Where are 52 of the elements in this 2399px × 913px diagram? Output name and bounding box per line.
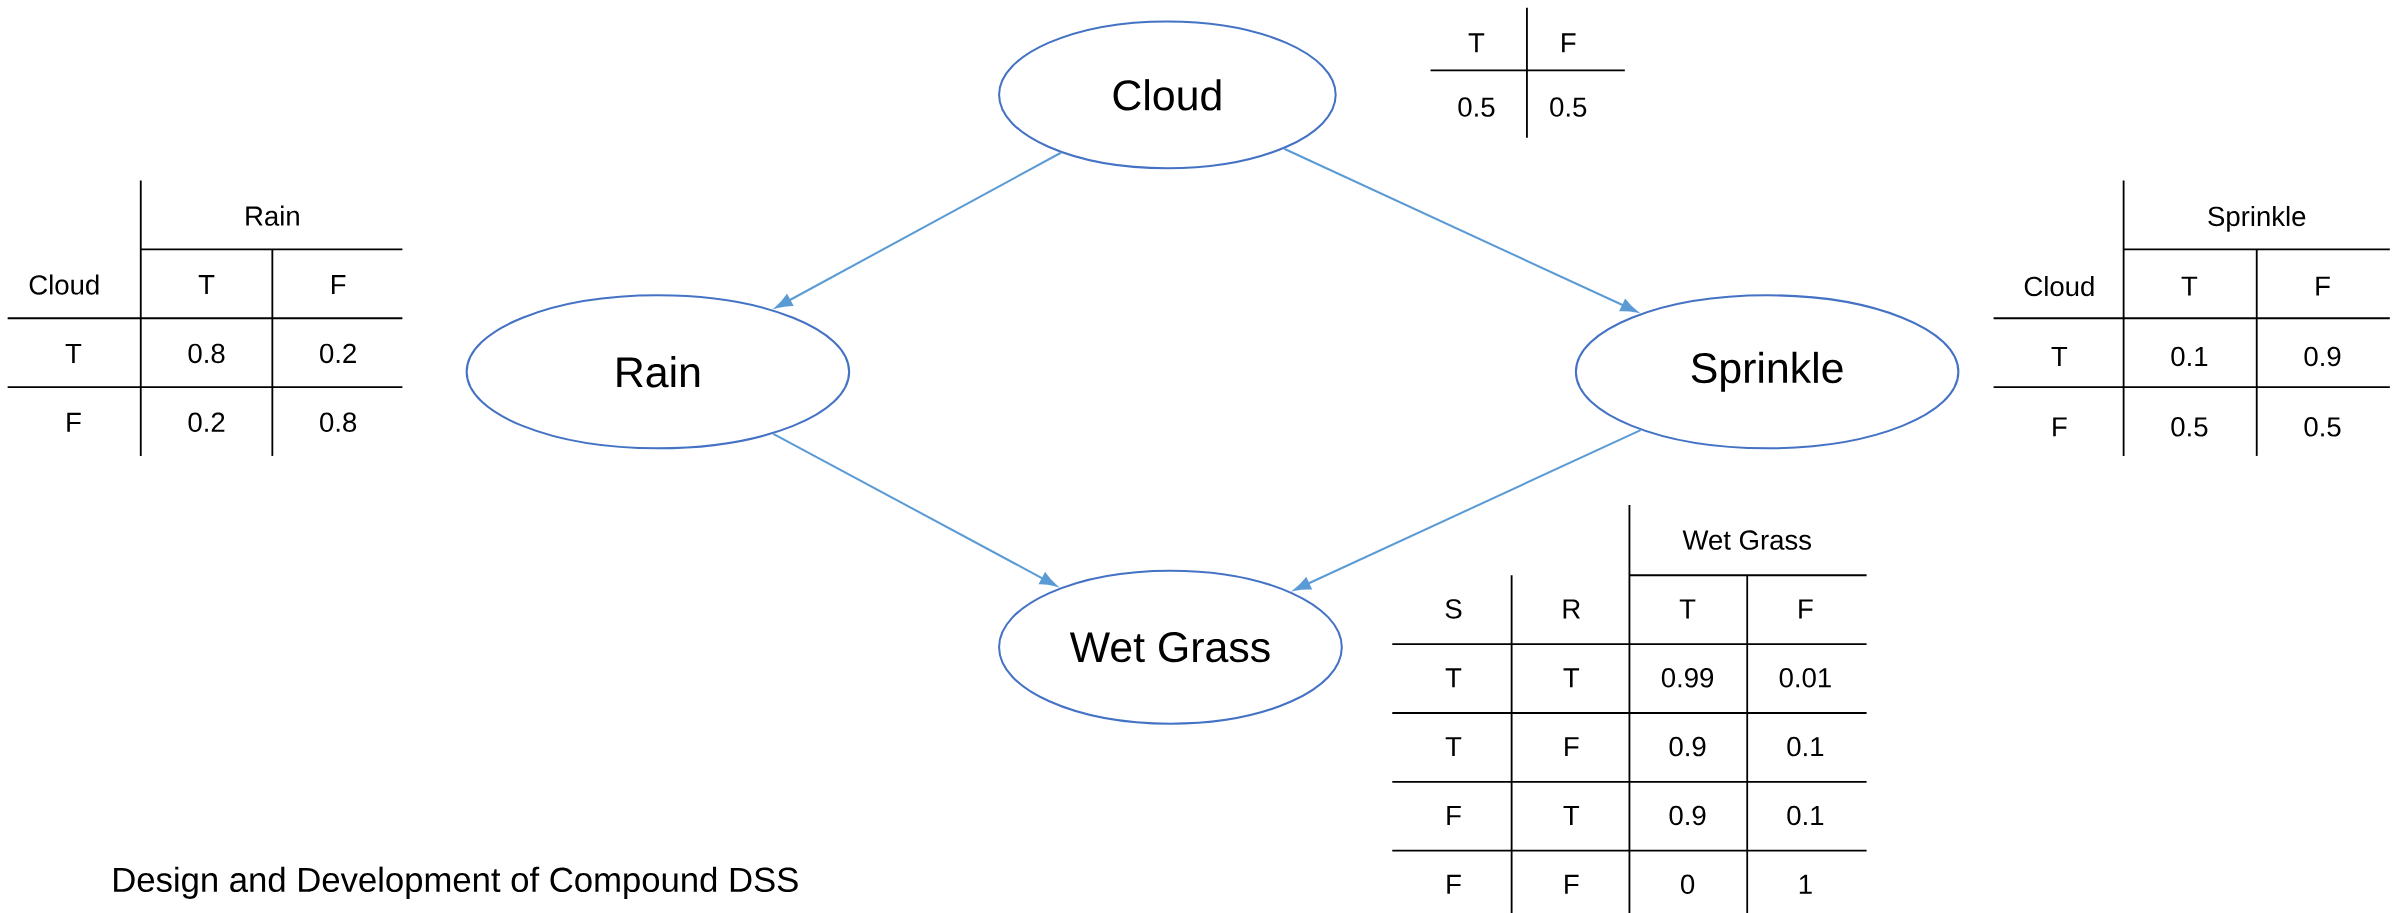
arrow [1283, 147, 1638, 313]
table-text: 1 [1799, 874, 1812, 894]
table-text: F [1565, 736, 1579, 756]
arrow [1293, 429, 1642, 591]
table-text: T [1445, 736, 1462, 756]
table-text: F [2053, 417, 2067, 437]
table-text: T [2051, 346, 2068, 366]
table-text: F [2316, 276, 2330, 296]
ellipse-node: Rain [465, 294, 851, 450]
table-text: T [65, 343, 82, 363]
table-text: F [1447, 874, 1461, 894]
table-text: 0 [1681, 874, 1695, 894]
caption: Design and Development of Compound DSS [114, 866, 798, 899]
table-text: F [1565, 874, 1579, 894]
table-text: T [2181, 276, 2198, 296]
table-text: T [1679, 599, 1696, 619]
table-text: F [1799, 599, 1813, 619]
table-text: Cloud [2024, 275, 2094, 296]
table-text: 0.5 [1458, 97, 1495, 117]
table-text: T [1563, 668, 1580, 688]
ellipse-node: Sprinkle [1574, 294, 1960, 450]
table-text: S [1445, 599, 1462, 619]
table-text: 0.2 [188, 412, 225, 432]
table-text: Rain [246, 205, 299, 226]
table-text: T [1468, 33, 1485, 53]
table-text: T [198, 274, 215, 294]
table-text: T [1445, 668, 1462, 688]
table-text: T [1563, 805, 1580, 825]
table-text: 0.9 [1669, 805, 1706, 825]
table-text: F [67, 412, 81, 432]
table-text: 0.1 [1787, 736, 1824, 757]
table-text: 0.5 [1550, 97, 1587, 117]
table-text: 0.9 [1669, 736, 1706, 757]
table-text: 0.99 [1661, 667, 1714, 688]
table-text: F [1562, 33, 1576, 53]
table-text: Sprinkle [2208, 205, 2306, 232]
table-text: 0.2 [320, 343, 356, 363]
table-text: 0.8 [188, 343, 225, 363]
ellipse-node: Cloud [998, 20, 1337, 170]
table-text: Wet Grass [1682, 530, 1811, 550]
table-text: R [1563, 599, 1580, 619]
ellipse-node: Wet Grass [998, 569, 1343, 725]
table-text: 0.8 [320, 412, 357, 432]
table-text: 0.1 [2171, 346, 2208, 367]
table-text: Cloud [29, 274, 99, 295]
table-text: F [332, 274, 346, 294]
table-text: 0.5 [2304, 416, 2341, 437]
table-text: 0.9 [2304, 346, 2341, 367]
table-text: 0.5 [2171, 416, 2208, 437]
table-text: F [1447, 805, 1461, 825]
table-text: 0.01 [1779, 667, 1831, 688]
table-text: 0.1 [1787, 805, 1824, 825]
